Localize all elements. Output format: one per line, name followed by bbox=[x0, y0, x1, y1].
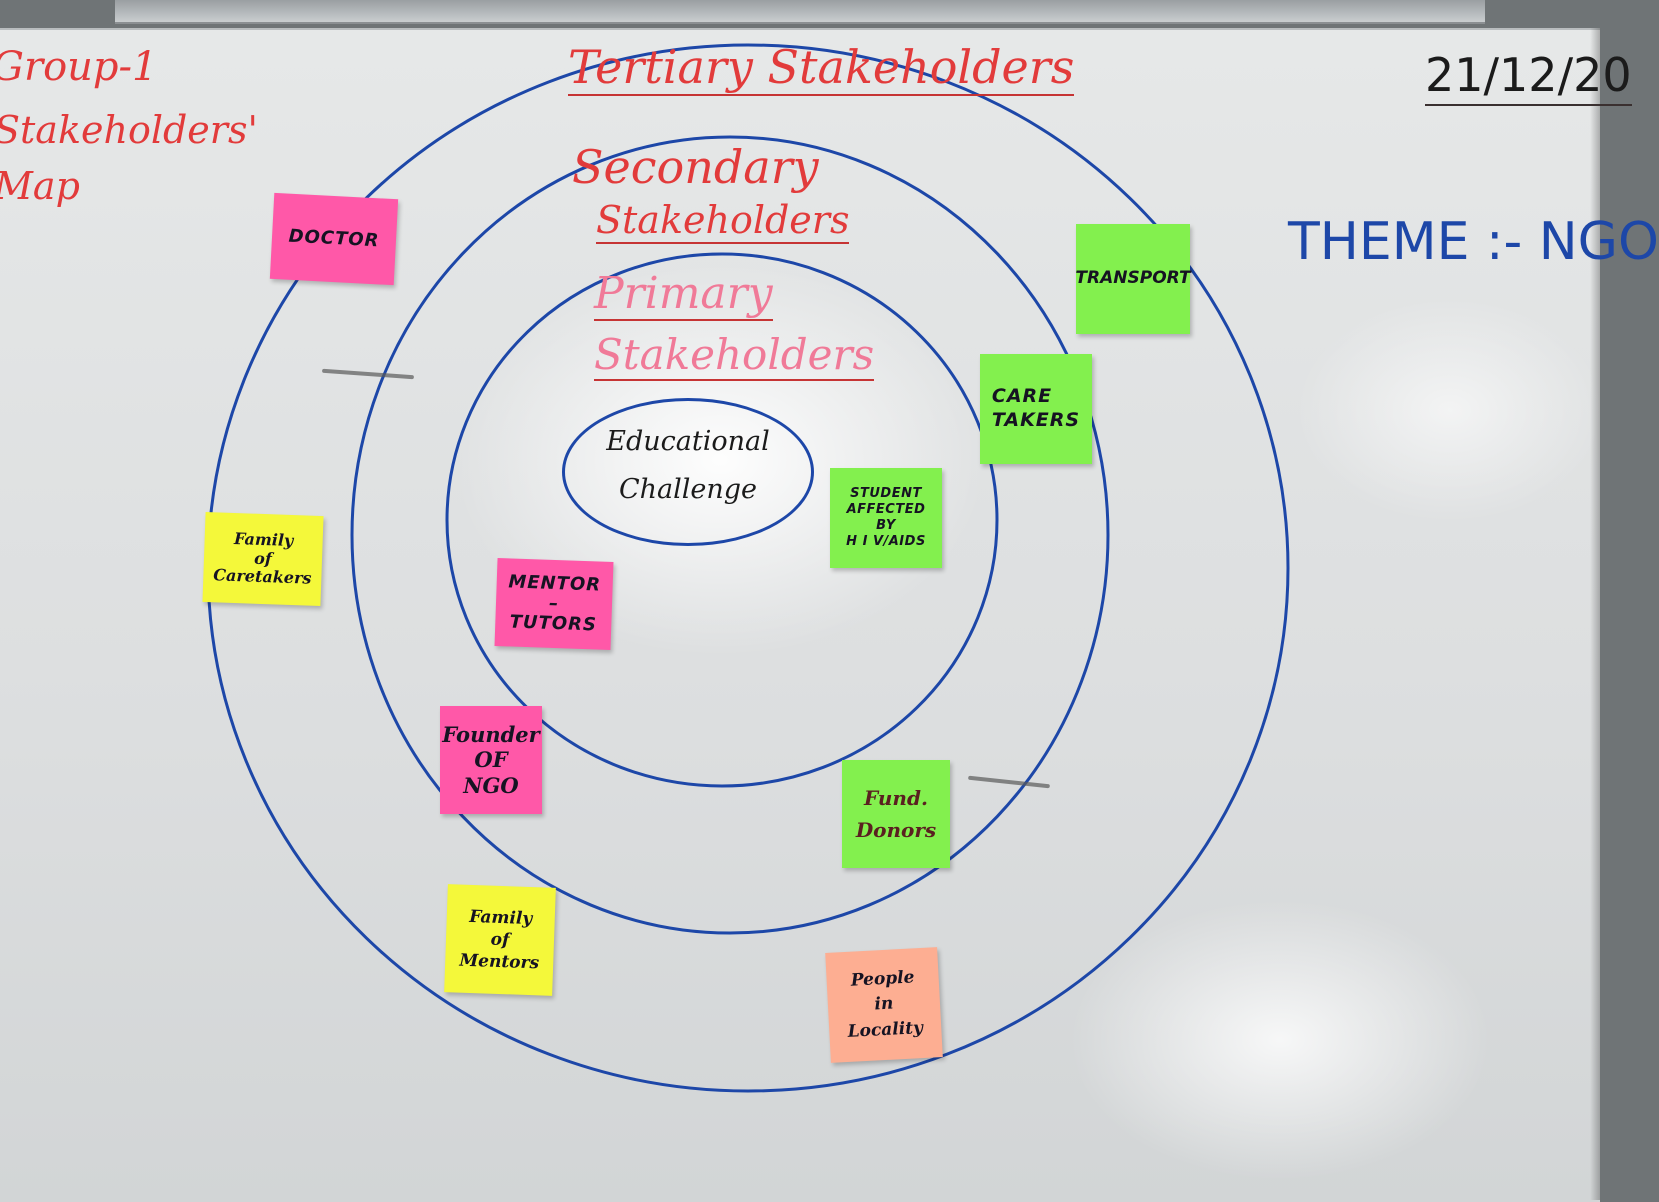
primary-ring bbox=[445, 252, 999, 788]
sticky-note-text: Family of Mentors bbox=[459, 906, 540, 974]
sticky-note-mentor-tutors[interactable]: MENTOR – TUTORS bbox=[494, 558, 614, 650]
sticky-note-family-of-caretakers[interactable]: Family of Caretakers bbox=[202, 511, 324, 607]
whiteboard bbox=[0, 28, 1600, 1202]
primary-label-line1: Primary bbox=[594, 268, 773, 321]
sticky-note-family-of-mentors[interactable]: Family of Mentors bbox=[444, 884, 556, 996]
date: 21/12/20 bbox=[1425, 48, 1632, 106]
sticky-note-text: Founder OF NGO bbox=[442, 722, 540, 798]
whiteboard-top-ledge bbox=[115, 0, 1485, 24]
secondary-label-line1: Secondary bbox=[572, 140, 819, 194]
tertiary-label: Tertiary Stakeholders bbox=[568, 40, 1075, 96]
sticky-note-transport[interactable]: TRANSPORT bbox=[1075, 224, 1191, 334]
theme-label: THEME :- NGO bbox=[1288, 212, 1659, 272]
sticky-note-text: MENTOR – TUTORS bbox=[508, 571, 602, 636]
secondary-label-line2: Stakeholders bbox=[596, 198, 850, 244]
sticky-note-text: Fund. Donors bbox=[855, 786, 937, 842]
sticky-note-text: Family of Caretakers bbox=[212, 529, 312, 588]
sticky-note-doctor[interactable]: DOCTOR bbox=[269, 192, 399, 286]
sticky-note-fund-donors[interactable]: Fund. Donors bbox=[842, 760, 950, 868]
center-ellipse bbox=[562, 398, 814, 546]
stakeholder-rings bbox=[206, 43, 1290, 1093]
whiteboard-edge bbox=[1590, 28, 1600, 1200]
secondary-ring bbox=[350, 135, 1110, 935]
primary-label-line2: Stakeholders bbox=[594, 330, 875, 381]
sticky-note-student-affected[interactable]: STUDENT AFFECTED BY H I V/AIDS bbox=[830, 468, 942, 568]
sticky-note-text: TRANSPORT bbox=[1075, 268, 1191, 289]
sticky-note-text: STUDENT AFFECTED BY H I V/AIDS bbox=[846, 485, 926, 550]
map-title-line1: Stakeholders' bbox=[0, 108, 258, 152]
center-label: Educational Challenge bbox=[606, 426, 770, 505]
sticky-note-text: People in Locality bbox=[847, 967, 924, 1042]
sticky-note-founder-of-ngo[interactable]: Founder OF NGO bbox=[440, 706, 542, 814]
sticky-note-care-takers[interactable]: CARE TAKERS bbox=[980, 354, 1092, 464]
sticky-note-text: CARE TAKERS bbox=[991, 385, 1081, 431]
sticky-note-text: DOCTOR bbox=[288, 225, 380, 252]
group-title: Group-1 bbox=[0, 44, 158, 90]
sticky-note-people-in-locality[interactable]: People in Locality bbox=[825, 947, 943, 1063]
map-title-line2: Map bbox=[0, 164, 80, 208]
